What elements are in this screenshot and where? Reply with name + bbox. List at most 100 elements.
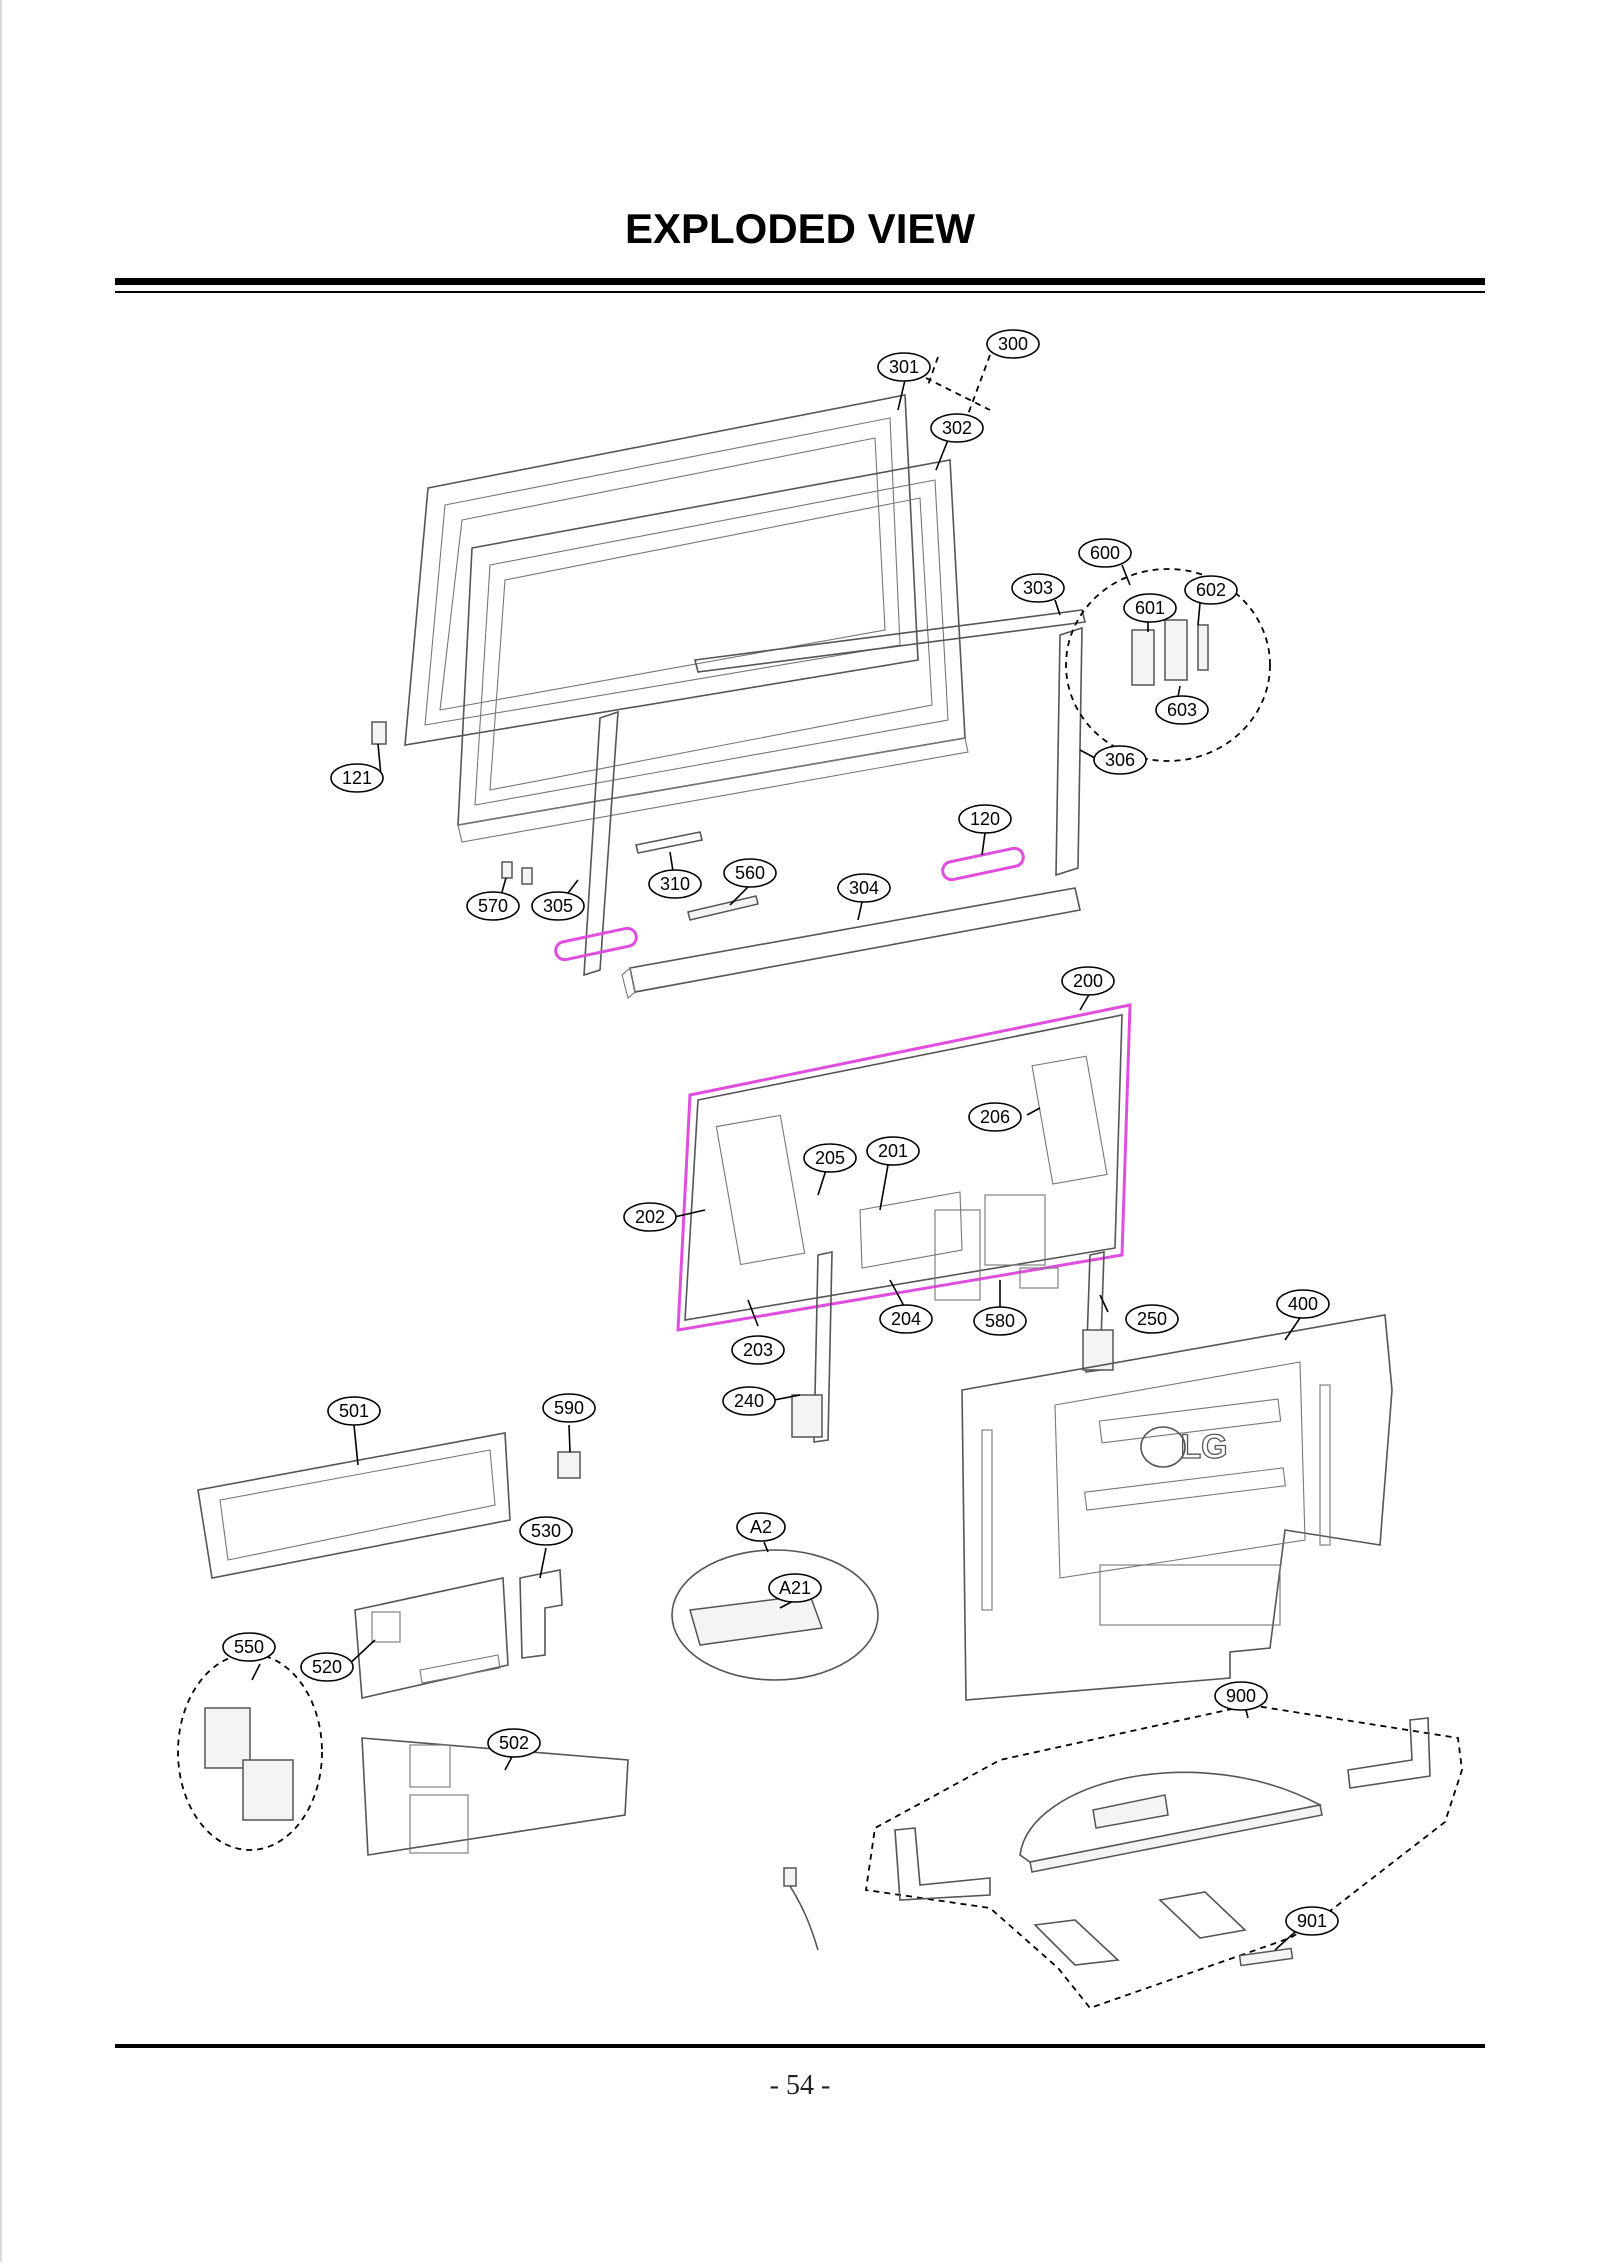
svg-text:121: 121: [342, 768, 372, 788]
callout-303: 303: [1011, 573, 1065, 603]
svg-text:205: 205: [815, 1148, 845, 1168]
svg-text:400: 400: [1288, 1294, 1318, 1314]
part-900-stand-group: [864, 1704, 1463, 2010]
svg-text:901: 901: [1297, 1911, 1327, 1931]
part-400-back-cover: LG: [961, 1314, 1393, 1701]
callout-240: 240: [722, 1386, 776, 1416]
svg-text:202: 202: [635, 1207, 665, 1227]
callout-305: 305: [531, 891, 585, 921]
page-number: - 54 -: [769, 2070, 831, 2101]
callout-206: 206: [968, 1102, 1022, 1132]
svg-text:520: 520: [312, 1657, 342, 1677]
title-rule-thick: [115, 278, 1485, 285]
part-520-main-board: [354, 1577, 509, 1699]
callout-550: 550: [222, 1632, 276, 1662]
svg-text:302: 302: [942, 418, 972, 438]
part-570-part: [501, 861, 533, 885]
callout-501: 501: [327, 1396, 381, 1426]
svg-text:550: 550: [234, 1637, 264, 1657]
svg-text:204: 204: [891, 1309, 921, 1329]
part-305-speaker: [554, 926, 638, 962]
callout-560: 560: [723, 858, 777, 888]
part-304-bottom-bar: [621, 887, 1081, 999]
part-120-speaker: [941, 846, 1025, 882]
callout-250: 250: [1125, 1304, 1179, 1334]
callout-A2: A2: [736, 1512, 786, 1542]
part-502-rear-bracket: [361, 1737, 629, 1856]
title-rule-thin: [115, 291, 1485, 293]
callout-306: 306: [1093, 745, 1147, 775]
part-590-part: [557, 1451, 581, 1479]
callout-200: 200: [1061, 966, 1115, 996]
svg-text:560: 560: [735, 863, 765, 883]
callout-203: 203: [731, 1335, 785, 1365]
svg-text:A21: A21: [779, 1578, 811, 1598]
part-240-stand-bracket: [791, 1251, 833, 1443]
svg-text:300: 300: [998, 334, 1028, 354]
part-303-bar: [694, 609, 1086, 673]
callout-600: 600: [1078, 538, 1132, 568]
svg-text:A2: A2: [750, 1517, 772, 1537]
svg-text:603: 603: [1167, 700, 1197, 720]
callout-205: 205: [803, 1143, 857, 1173]
svg-text:310: 310: [660, 874, 690, 894]
part-550-group: [177, 1653, 323, 1851]
callout-590: 590: [542, 1393, 596, 1423]
svg-text:306: 306: [1105, 750, 1135, 770]
svg-text:200: 200: [1073, 971, 1103, 991]
callout-300: 300: [986, 329, 1040, 359]
callout-202: 202: [623, 1202, 677, 1232]
svg-text:120: 120: [970, 809, 1000, 829]
part-302-inner-frame: [457, 459, 969, 843]
callout-603: 603: [1155, 695, 1209, 725]
callout-502: 502: [487, 1728, 541, 1758]
callout-602: 602: [1184, 575, 1238, 605]
part-501-bracket: [197, 1432, 511, 1579]
svg-text:304: 304: [849, 878, 879, 898]
callout-A21: A21: [768, 1573, 822, 1603]
svg-text:570: 570: [478, 896, 508, 916]
svg-text:900: 900: [1226, 1686, 1256, 1706]
callout-530: 530: [519, 1516, 573, 1546]
part-530-shield: [519, 1569, 563, 1659]
part-301-front-bezel: [404, 394, 919, 746]
page-title: EXPLODED VIEW: [624, 205, 976, 252]
lg-logo: LG: [1180, 1428, 1227, 1466]
callout-121: 121: [330, 763, 384, 793]
callout-901: 901: [1285, 1906, 1339, 1936]
callout-400: 400: [1276, 1289, 1330, 1319]
callout-310: 310: [648, 869, 702, 899]
svg-text:530: 530: [531, 1521, 561, 1541]
part-310-board: [635, 831, 703, 854]
callout-201: 201: [866, 1136, 920, 1166]
callout-302: 302: [930, 413, 984, 443]
footer-rule: [115, 2044, 1485, 2048]
part-305-bracket: [583, 710, 619, 977]
svg-text:303: 303: [1023, 578, 1053, 598]
callout-301: 301: [877, 352, 931, 382]
svg-text:305: 305: [543, 896, 573, 916]
svg-text:601: 601: [1135, 598, 1165, 618]
svg-text:501: 501: [339, 1401, 369, 1421]
callout-900: 900: [1214, 1681, 1268, 1711]
part-250-bracket: [1082, 1251, 1114, 1373]
part-306-bracket: [1055, 626, 1083, 877]
callout-520: 520: [300, 1652, 354, 1682]
part-200-chassis: [676, 1003, 1132, 1332]
callout-601: 601: [1123, 593, 1177, 623]
callout-204: 204: [879, 1304, 933, 1334]
svg-text:301: 301: [889, 357, 919, 377]
callout-304: 304: [837, 873, 891, 903]
svg-text:201: 201: [878, 1141, 908, 1161]
part-560-strip: [687, 895, 759, 921]
callout-570: 570: [466, 891, 520, 921]
power-cord: [783, 1867, 819, 1951]
callout-580: 580: [973, 1306, 1027, 1336]
svg-text:602: 602: [1196, 580, 1226, 600]
svg-text:203: 203: [743, 1340, 773, 1360]
part-600-group: [1065, 568, 1271, 762]
svg-text:600: 600: [1090, 543, 1120, 563]
callout-120: 120: [958, 804, 1012, 834]
